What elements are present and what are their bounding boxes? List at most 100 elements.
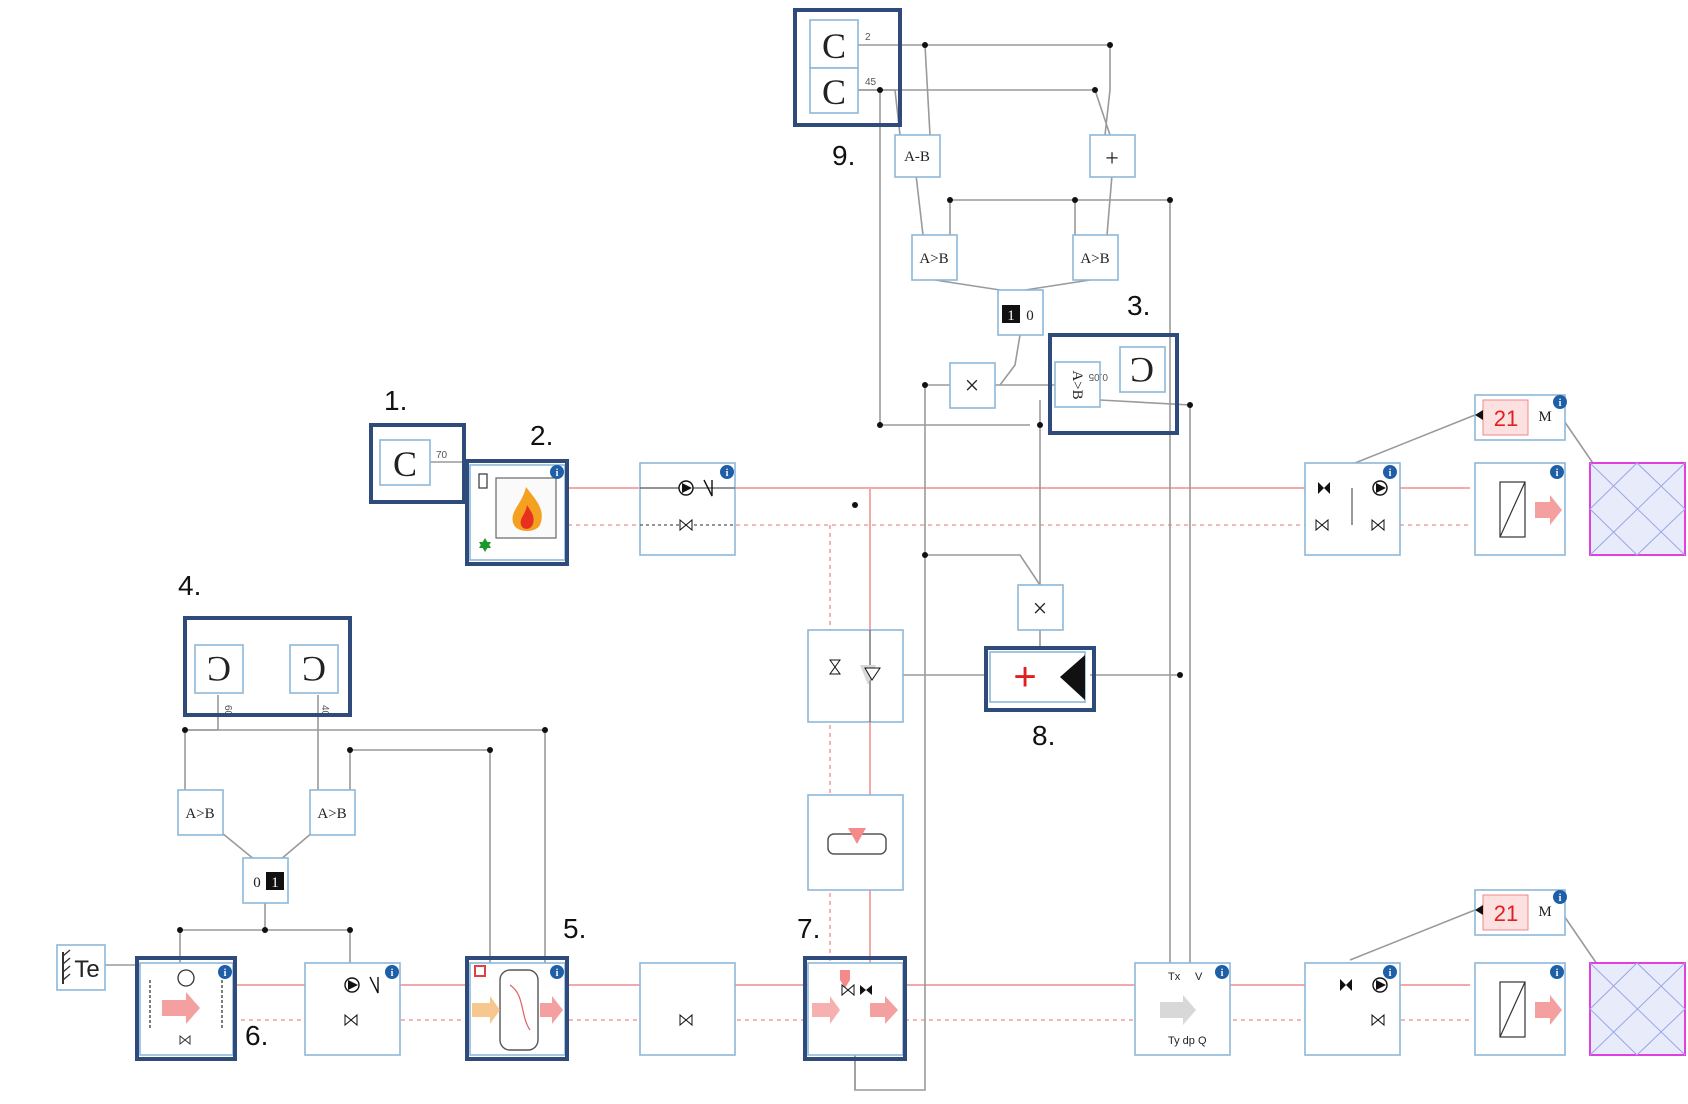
svg-text:0: 0 bbox=[253, 875, 261, 891]
comparator-top-right[interactable]: A>B bbox=[1072, 234, 1119, 281]
room-controller-top[interactable]: 21 M i bbox=[1474, 394, 1567, 441]
svg-text:i: i bbox=[391, 968, 394, 979]
radiator-block-top[interactable]: i bbox=[1474, 462, 1566, 556]
heated-zone-bottom[interactable] bbox=[1589, 962, 1686, 1056]
highlight-6 bbox=[135, 956, 237, 1061]
svg-text:i: i bbox=[556, 468, 559, 479]
svg-text:A>B: A>B bbox=[1080, 251, 1109, 267]
svg-text:Ty dp Q: Ty dp Q bbox=[1168, 1035, 1207, 1047]
hydraulic-separator-block[interactable] bbox=[807, 794, 904, 891]
label-3: 3. bbox=[1127, 290, 1150, 321]
svg-text:A-B: A-B bbox=[904, 149, 930, 165]
svg-text:C: C bbox=[393, 444, 417, 484]
svg-text:2: 2 bbox=[865, 32, 871, 43]
svg-text:i: i bbox=[1559, 893, 1562, 904]
callout-labels: 9. 3. 1. 2. 4. 8. 5. 7. 6. bbox=[178, 140, 1150, 1051]
svg-text:21: 21 bbox=[1494, 406, 1518, 431]
highlight-1 bbox=[369, 423, 466, 504]
label-4: 4. bbox=[178, 570, 201, 601]
heat-meter-block[interactable]: Tx V Ty dp Q i bbox=[1134, 962, 1231, 1056]
svg-text:Tx: Tx bbox=[1168, 971, 1181, 983]
svg-text:40: 40 bbox=[319, 705, 330, 717]
constant-block-45[interactable]: C 45 bbox=[809, 67, 877, 114]
svg-text:60: 60 bbox=[222, 705, 233, 717]
constant-block-70[interactable]: C 70 bbox=[379, 439, 448, 486]
pump-block-top[interactable]: i bbox=[639, 462, 736, 556]
svg-text:A>B: A>B bbox=[185, 806, 214, 822]
pipe-segment-block[interactable] bbox=[639, 962, 736, 1056]
consumer-pump-block-top[interactable]: i bbox=[1304, 462, 1401, 556]
svg-text:0: 0 bbox=[1026, 308, 1034, 324]
svg-text:1: 1 bbox=[1007, 308, 1015, 324]
svg-text:i: i bbox=[1559, 398, 1562, 409]
svg-text:C: C bbox=[1130, 350, 1154, 390]
svg-text:C: C bbox=[822, 26, 846, 66]
constant-block-3[interactable]: C 0.05 bbox=[1088, 346, 1166, 393]
svg-text:×: × bbox=[1033, 594, 1048, 623]
svg-text:1: 1 bbox=[271, 875, 279, 891]
boiler-block[interactable]: i bbox=[469, 464, 566, 561]
room-controller-bottom[interactable]: 21 M i bbox=[1474, 889, 1567, 936]
svg-text:0.05: 0.05 bbox=[1088, 371, 1108, 382]
comparator-left-b[interactable]: A>B bbox=[309, 789, 356, 836]
add-block[interactable]: + bbox=[1089, 134, 1136, 178]
comparator-left-a[interactable]: A>B bbox=[177, 789, 224, 836]
subtract-block[interactable]: A-B bbox=[894, 134, 941, 178]
svg-text:21: 21 bbox=[1494, 901, 1518, 926]
label-8: 8. bbox=[1032, 720, 1055, 751]
svg-text:i: i bbox=[1389, 468, 1392, 479]
signal-wires bbox=[105, 44, 1626, 1091]
outdoor-temperature-sensor[interactable]: Te bbox=[56, 944, 106, 991]
comparator-block-3[interactable]: A>B bbox=[1054, 361, 1101, 408]
svg-text:i: i bbox=[726, 468, 729, 479]
highlight-8 bbox=[984, 646, 1096, 712]
svg-text:M: M bbox=[1538, 904, 1551, 920]
mixing-valve-block[interactable] bbox=[807, 629, 904, 723]
svg-text:70: 70 bbox=[436, 450, 448, 461]
label-2: 2. bbox=[530, 420, 553, 451]
svg-text:Te: Te bbox=[74, 956, 99, 983]
highlight-3 bbox=[1048, 333, 1179, 435]
svg-text:V: V bbox=[1195, 971, 1203, 983]
svg-text:C: C bbox=[207, 649, 231, 689]
svg-text:45: 45 bbox=[865, 77, 877, 88]
vertical-pipes bbox=[829, 488, 871, 985]
heat-pump-block[interactable]: i bbox=[139, 962, 234, 1056]
svg-text:+: + bbox=[1105, 146, 1119, 172]
highlight-5 bbox=[465, 956, 569, 1061]
constant-block-2[interactable]: C 2 bbox=[809, 19, 871, 69]
comparator-top-left[interactable]: A>B bbox=[911, 234, 958, 281]
svg-text:A>B: A>B bbox=[1069, 370, 1085, 399]
label-9: 9. bbox=[832, 140, 855, 171]
svg-text:C: C bbox=[822, 72, 846, 112]
mixer-junction-block-7[interactable] bbox=[807, 962, 904, 1056]
consumer-pump-block-bottom[interactable]: i bbox=[1304, 962, 1401, 1056]
heated-zone-top[interactable] bbox=[1589, 462, 1686, 556]
svg-text:i: i bbox=[1556, 968, 1559, 979]
svg-text:i: i bbox=[224, 968, 227, 979]
pump-block-bottom[interactable]: i bbox=[304, 962, 401, 1056]
adder-block-8[interactable]: + bbox=[989, 651, 1086, 703]
highlight-frames bbox=[135, 8, 1179, 1061]
constant-block-40[interactable]: C 40 bbox=[289, 644, 339, 717]
svg-text:i: i bbox=[1556, 468, 1559, 479]
svg-text:C: C bbox=[302, 649, 326, 689]
switch-left[interactable]: 0 1 bbox=[242, 857, 289, 904]
highlight-2 bbox=[465, 459, 569, 566]
svg-text:i: i bbox=[556, 968, 559, 979]
constant-block-60[interactable]: C 60 bbox=[194, 644, 244, 717]
junction-dots bbox=[177, 42, 1193, 933]
label-7: 7. bbox=[797, 913, 820, 944]
multiply-block-top[interactable]: × bbox=[949, 362, 996, 409]
highlight-4 bbox=[183, 616, 352, 717]
svg-text:i: i bbox=[1221, 968, 1224, 979]
storage-tank-block[interactable]: i bbox=[469, 962, 566, 1056]
svg-text:×: × bbox=[965, 371, 980, 400]
switch-top[interactable]: 1 0 bbox=[997, 289, 1044, 336]
highlight-7 bbox=[803, 956, 907, 1061]
svg-text:i: i bbox=[1389, 968, 1392, 979]
label-6: 6. bbox=[245, 1020, 268, 1051]
radiator-block-bottom[interactable]: i bbox=[1474, 962, 1566, 1056]
multiply-block-bottom[interactable]: × bbox=[1017, 584, 1064, 631]
